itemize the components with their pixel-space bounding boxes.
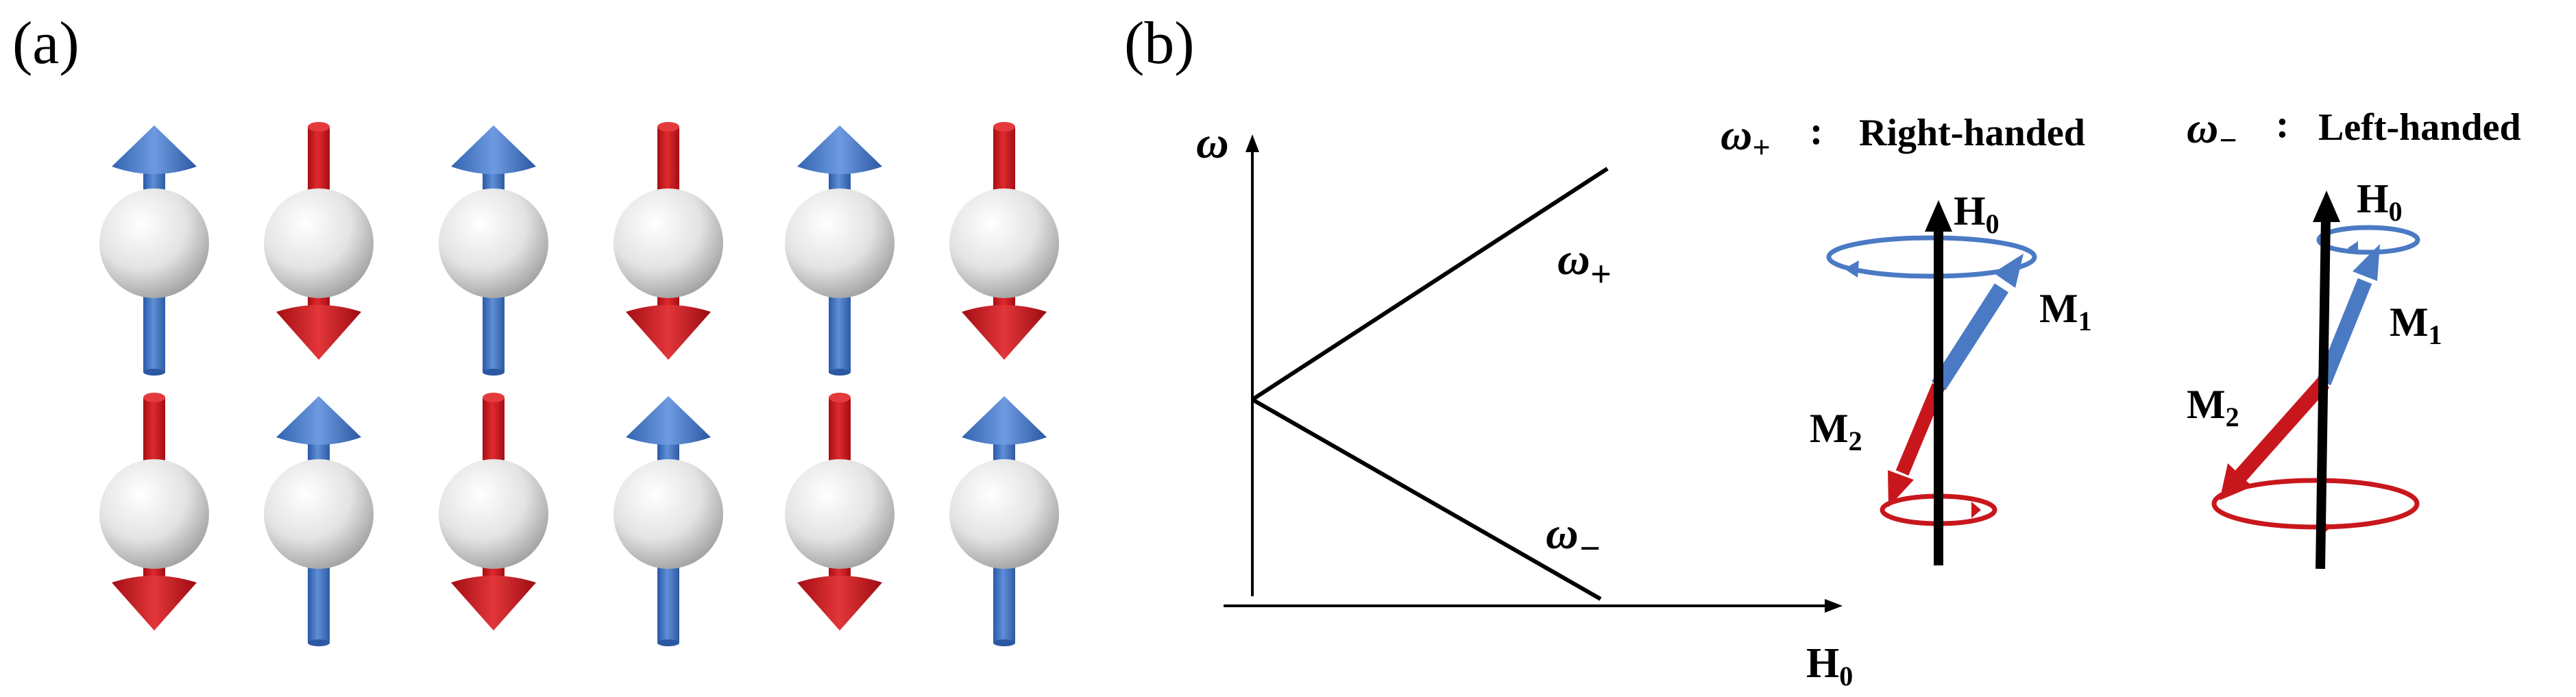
spin-shaft-end xyxy=(483,369,505,376)
m1-precession-arrow xyxy=(2348,241,2358,255)
spin-arrowhead-up xyxy=(797,125,882,174)
spin-site-down xyxy=(264,122,374,360)
spin-site-up xyxy=(439,125,548,376)
m1-precession-arrow xyxy=(1844,260,1859,278)
panel-b-label: (b) xyxy=(1124,10,1195,77)
m1-arrowhead xyxy=(1993,254,2024,288)
m2-vector xyxy=(1895,383,1945,476)
right-h0-label: H0 xyxy=(1954,188,2000,239)
spin-arrowhead-down xyxy=(626,305,711,360)
left-m1-label: M1 xyxy=(2390,299,2442,350)
spin-arrowhead-down xyxy=(451,576,536,631)
m2-precession-arrow xyxy=(1971,502,1981,518)
atom-sphere xyxy=(439,188,548,298)
spin-arrowhead-down xyxy=(112,576,197,631)
spin-site-down xyxy=(613,122,723,360)
omega-minus-label: ω− xyxy=(1546,509,1601,569)
spin-site-up xyxy=(613,396,723,646)
spin-arrowhead-down xyxy=(797,576,882,631)
spin-shaft-end xyxy=(657,639,679,646)
m2-arrowhead xyxy=(1888,470,1914,507)
spin-arrowhead-down xyxy=(962,305,1047,360)
atom-sphere xyxy=(785,459,895,569)
spin-shaft-cap xyxy=(829,393,851,402)
spin-shaft-cap xyxy=(657,122,679,132)
m2-arrowhead xyxy=(2220,463,2252,500)
h0-arrowhead xyxy=(1925,200,1952,232)
right-m2-label: M2 xyxy=(1810,406,1862,456)
left-m2-label: M2 xyxy=(2187,382,2239,432)
spin-shaft-end xyxy=(993,639,1015,646)
m1-precession-circle xyxy=(1826,235,2037,279)
spin-arrowhead-up xyxy=(276,396,361,445)
m2-vector xyxy=(2234,377,2330,482)
spin-shaft-cap xyxy=(993,122,1015,132)
y-axis-arrowhead xyxy=(1246,134,1259,152)
omega-plus-branch xyxy=(1251,167,1609,402)
spin-arrowhead-up xyxy=(451,125,536,174)
spin-arrowhead-up xyxy=(112,125,197,174)
spin-site-down xyxy=(785,393,895,631)
spin-shaft-cap xyxy=(143,393,165,402)
h0-field-vector xyxy=(2316,217,2331,570)
spin-site-up xyxy=(99,125,209,376)
right-mode-frequency: ω+ xyxy=(1721,110,1771,164)
right-handed-mode: ω+ : Right-handed H0 M1 M2 xyxy=(1721,108,2092,565)
y-axis-label: ω xyxy=(1196,118,1229,168)
panel-a-label: (a) xyxy=(12,10,80,77)
omega-plus-label: ω+ xyxy=(1557,234,1612,295)
spin-shaft-end xyxy=(829,369,851,376)
right-mode-handedness: Right-handed xyxy=(1859,112,2085,154)
spin-site-down xyxy=(439,393,548,631)
right-mode-separator: : xyxy=(1810,108,1823,153)
left-mode-frequency: ω− xyxy=(2187,103,2237,158)
atom-sphere xyxy=(949,459,1059,569)
atom-sphere xyxy=(99,188,209,298)
atom-sphere xyxy=(613,188,723,298)
m1-arrowhead xyxy=(2353,244,2380,281)
spin-shaft-cap xyxy=(308,122,330,132)
spin-site-down xyxy=(99,393,209,631)
spin-site-down xyxy=(949,122,1059,360)
h0-arrowhead xyxy=(2313,191,2340,222)
omega-minus-branch xyxy=(1251,398,1602,601)
left-h0-label: H0 xyxy=(2357,176,2403,227)
spin-lattice xyxy=(99,122,1059,646)
right-m1-label: M1 xyxy=(2039,286,2092,337)
dispersion-plot: ω H0 ω+ ω− xyxy=(1196,118,1853,692)
spin-shaft-end xyxy=(308,639,330,646)
left-mode-separator: : xyxy=(2276,101,2289,146)
x-axis-arrowhead xyxy=(1825,599,1843,613)
atom-sphere xyxy=(613,459,723,569)
m1-vector xyxy=(2316,278,2372,386)
spin-site-up xyxy=(264,396,374,646)
spin-arrowhead-up xyxy=(962,396,1047,445)
m1-vector xyxy=(1931,283,2009,391)
atom-sphere xyxy=(785,188,895,298)
atom-sphere xyxy=(264,188,374,298)
atom-sphere xyxy=(99,459,209,569)
m1-precession-circle xyxy=(2316,225,2420,255)
m2-precession-circle xyxy=(2211,478,2420,530)
atom-sphere xyxy=(439,459,548,569)
spin-site-up xyxy=(785,125,895,376)
atom-sphere xyxy=(949,188,1059,298)
spin-shaft-cap xyxy=(483,393,505,402)
atom-sphere xyxy=(264,459,374,569)
spin-arrowhead-down xyxy=(276,305,361,360)
spin-arrowhead-up xyxy=(626,396,711,445)
left-handed-mode: ω− : Left-handed H0 M1 M2 xyxy=(2187,101,2521,570)
x-axis-label: H0 xyxy=(1806,640,1853,692)
spin-site-up xyxy=(949,396,1059,646)
spin-shaft-end xyxy=(143,369,165,376)
left-mode-handedness: Left-handed xyxy=(2318,106,2521,149)
